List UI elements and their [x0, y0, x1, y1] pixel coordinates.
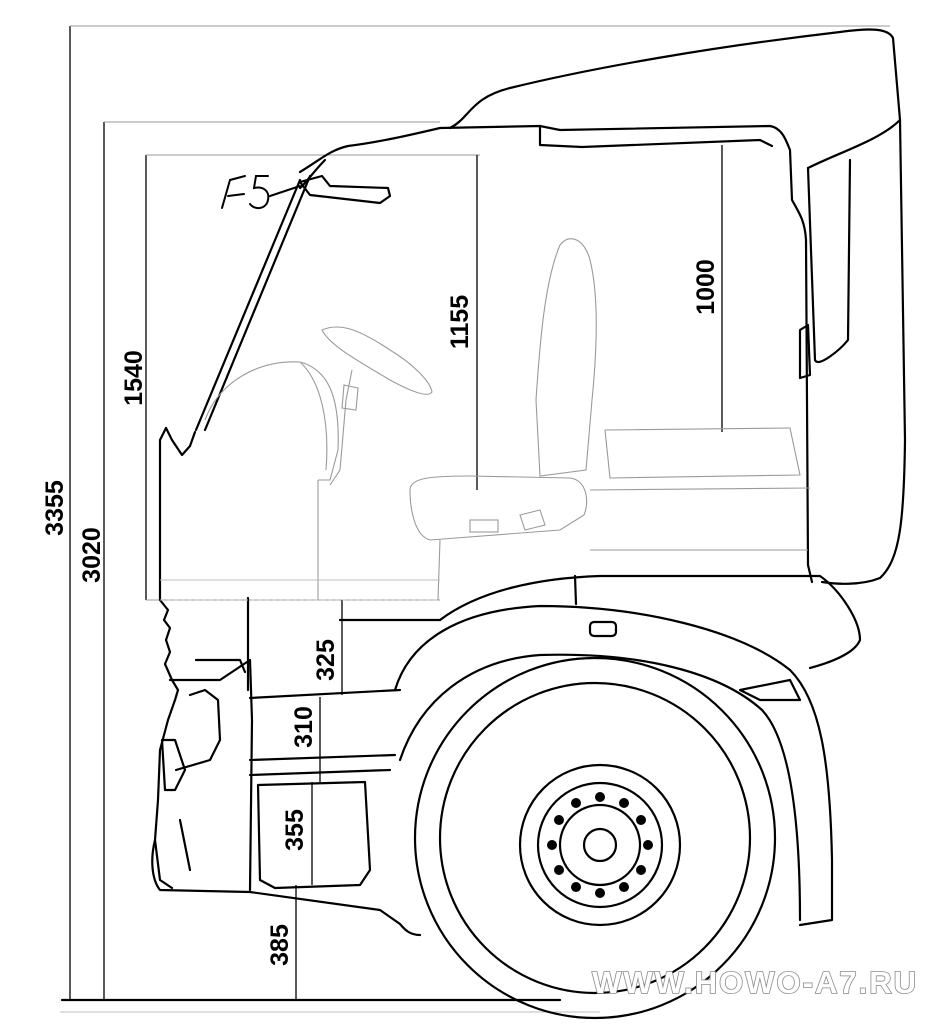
- handwritten-note: [221, 175, 301, 210]
- dim-interior-rear: 1000: [692, 259, 720, 315]
- dim-step-lower: 355: [281, 809, 309, 851]
- dim-step-middle: 310: [290, 706, 318, 748]
- dim-interior-seat: 1155: [446, 295, 474, 349]
- dim-cab-roof-height: 3020: [78, 527, 106, 583]
- front-wheel: [413, 656, 777, 1020]
- dim-interior-front: 1540: [120, 350, 148, 406]
- dim-ground-clearance: 385: [266, 924, 294, 966]
- cab-interior: [160, 238, 812, 601]
- watermark: WWW.HOWO-A7.RU: [592, 965, 918, 1000]
- wheel-lug-nuts: [547, 792, 653, 898]
- cab-outline: [151, 28, 907, 937]
- dim-overall-height: 3355: [41, 480, 69, 536]
- dim-step-upper: 325: [312, 639, 340, 681]
- dimension-lines: [60, 25, 890, 1013]
